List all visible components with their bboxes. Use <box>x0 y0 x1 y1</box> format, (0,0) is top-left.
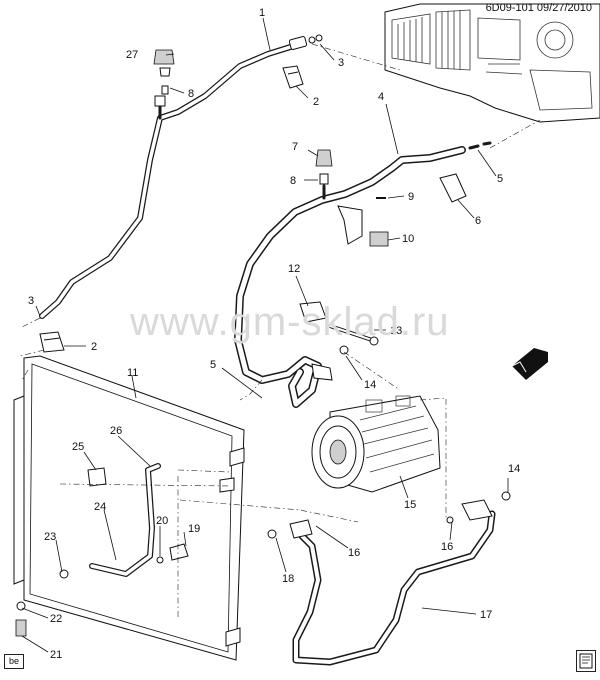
callout-5: 5 <box>210 359 216 371</box>
diagram-reference: 6D09-101 09/27/2010 <box>485 2 592 14</box>
callout-18: 18 <box>282 573 294 585</box>
callout-27: 27 <box>126 49 138 61</box>
callout-17: 17 <box>480 609 492 621</box>
hvac-module <box>384 3 600 123</box>
callout-26: 26 <box>110 425 122 437</box>
clip-6 <box>439 173 467 203</box>
callout-16: 16 <box>441 541 453 553</box>
callout-9: 9 <box>408 191 414 203</box>
callout-6: 6 <box>475 215 481 227</box>
callout-14: 14 <box>508 463 520 475</box>
condenser-fittings <box>15 463 189 637</box>
clip-2-upper <box>282 65 304 89</box>
callout-13: 13 <box>390 325 402 337</box>
callout-8: 8 <box>188 88 194 100</box>
callout-11: 11 <box>127 367 138 379</box>
callout-15: 15 <box>404 499 416 511</box>
callout-23: 23 <box>44 531 56 543</box>
callout-3: 3 <box>28 295 34 307</box>
book-icon <box>579 653 593 669</box>
callout-19: 19 <box>188 523 200 535</box>
clip-12-bolt-13 <box>299 301 379 355</box>
legend-box-icon <box>576 650 596 672</box>
callout-22: 22 <box>50 613 62 625</box>
corner-tag: be <box>4 654 24 669</box>
callout-25: 25 <box>72 441 84 453</box>
center-lines <box>19 43 541 620</box>
callout-3: 3 <box>338 57 344 69</box>
callout-24: 24 <box>94 501 106 513</box>
leader-lines <box>21 17 509 653</box>
callout-20: 20 <box>156 515 168 527</box>
ac-line-4 <box>234 141 492 408</box>
callout-14: 14 <box>364 379 376 391</box>
cap-27 <box>153 49 175 95</box>
callout-8: 8 <box>290 175 296 187</box>
callout-5: 5 <box>497 173 503 185</box>
callout-7: 7 <box>292 141 298 153</box>
condenser-11 <box>13 355 245 661</box>
callout-2: 2 <box>91 341 97 353</box>
callout-2: 2 <box>313 96 319 108</box>
ac-line-17 <box>267 491 511 666</box>
callout-21: 21 <box>50 649 62 661</box>
bracket-9-10 <box>315 149 389 247</box>
compressor-15 <box>311 395 441 493</box>
clip-2-lower <box>39 331 65 353</box>
callout-16: 16 <box>348 547 360 559</box>
callout-4: 4 <box>378 91 384 103</box>
ac-line-1 <box>39 34 323 319</box>
callout-10: 10 <box>402 233 414 245</box>
callout-labels: 1 2 2 3 3 4 5 5 6 7 8 8 9 10 11 12 13 14… <box>28 7 520 661</box>
callout-1: 1 <box>259 7 265 19</box>
callout-12: 12 <box>288 263 300 275</box>
front-arrow-icon <box>511 348 548 380</box>
